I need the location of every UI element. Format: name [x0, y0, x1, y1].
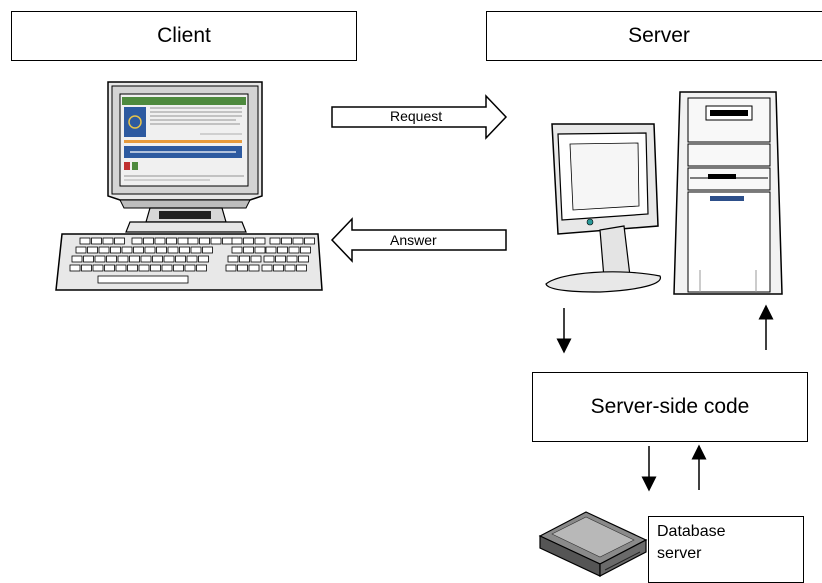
- keyboard-key: [288, 246, 300, 254]
- keyboard-key: [98, 246, 110, 254]
- keyboard-key: [210, 237, 222, 245]
- server-side-code-box: Server-side code: [532, 372, 808, 442]
- answer-label: Answer: [390, 232, 437, 248]
- keyboard-key: [163, 255, 175, 263]
- keyboard-key: [129, 255, 140, 263]
- server-header-label: Server: [628, 24, 690, 47]
- keyboard-key: [138, 264, 150, 272]
- keyboard-key: [115, 264, 127, 272]
- keyboard-key: [117, 255, 129, 263]
- keyboard-key: [254, 237, 266, 245]
- keyboard-key: [281, 237, 292, 245]
- keyboard-key: [243, 246, 254, 254]
- keyboard-key: [187, 237, 199, 245]
- keyboard-key: [222, 237, 233, 245]
- request-arrow: [331, 94, 508, 140]
- keyboard-key: [173, 264, 184, 272]
- keyboard-key: [269, 237, 281, 245]
- keyboard-key: [227, 255, 239, 263]
- keyboard-key: [273, 264, 284, 272]
- keyboard-key: [121, 246, 133, 254]
- keyboard-key: [248, 264, 260, 272]
- keyboard-key: [150, 264, 161, 272]
- keyboard-key: [190, 246, 202, 254]
- keyboard-key: [140, 255, 152, 263]
- server-side-code-label: Server-side code: [590, 395, 750, 418]
- keyboard-key: [127, 264, 138, 272]
- keyboard-key: [143, 237, 154, 245]
- keyboard-key: [152, 255, 163, 263]
- keyboard-key: [166, 237, 177, 245]
- keyboard-key: [161, 264, 173, 272]
- keyboard-key: [83, 255, 94, 263]
- keyboard-key: [79, 237, 91, 245]
- keyboard-key: [237, 264, 248, 272]
- keyboard-key: [261, 264, 273, 272]
- keyboard-key: [292, 237, 304, 245]
- database-label-line2: server: [657, 545, 702, 562]
- keyboard-key: [300, 246, 311, 254]
- keyboard-key: [91, 237, 102, 245]
- keyboard-key: [184, 264, 196, 272]
- keyboard-key: [175, 255, 186, 263]
- keyboard-key: [167, 246, 179, 254]
- keyboard-key: [154, 237, 166, 245]
- client-keyboard-icon: [55, 233, 323, 291]
- request-label: Request: [390, 108, 443, 124]
- keyboard-key: [196, 264, 207, 272]
- keyboard-key: [94, 255, 106, 263]
- keyboard-key: [75, 246, 87, 254]
- client-computer-icon: [107, 81, 263, 233]
- keyboard-key: [254, 246, 266, 254]
- keyboard-key: [87, 246, 98, 254]
- keyboard-key: [243, 237, 254, 245]
- keyboard-key: [275, 255, 286, 263]
- keyboard-key: [231, 246, 243, 254]
- keyboard-key: [284, 264, 296, 272]
- keyboard-key: [179, 246, 190, 254]
- keyboard-key: [81, 264, 92, 272]
- database-disk-icon: [538, 511, 648, 577]
- keyboard-key: [263, 255, 275, 263]
- keyboard-key: [102, 237, 114, 245]
- answer-arrow: [330, 217, 507, 263]
- keyboard-key: [239, 255, 250, 263]
- keyboard-key: [277, 246, 288, 254]
- keyboard-key: [231, 237, 243, 245]
- keyboard-key: [296, 264, 307, 272]
- keyboard-key: [156, 246, 167, 254]
- database-label-line1: Database: [657, 523, 726, 540]
- keyboard-key: [104, 264, 115, 272]
- keyboard-key: [250, 255, 262, 263]
- keyboard-key: [71, 255, 83, 263]
- keyboard-key: [304, 237, 315, 245]
- keyboard-key: [202, 246, 213, 254]
- server-tower-icon: [673, 91, 783, 295]
- keyboard-key: [131, 237, 143, 245]
- keyboard-key: [133, 246, 144, 254]
- keyboard-key: [225, 264, 237, 272]
- keyboard-key: [106, 255, 117, 263]
- keyboard-key: [265, 246, 277, 254]
- keyboard-key: [198, 255, 209, 263]
- keyboard-key: [92, 264, 104, 272]
- database-server-box: Database server: [648, 516, 804, 583]
- keyboard-key: [199, 237, 210, 245]
- keyboard-key: [144, 246, 156, 254]
- keyboard-key: [69, 264, 81, 272]
- keyboard-key: [110, 246, 121, 254]
- keyboard-key: [186, 255, 198, 263]
- keyboard-key: [177, 237, 189, 245]
- keyboard-key: [298, 255, 309, 263]
- server-monitor-icon: [545, 123, 661, 293]
- client-header: Client: [11, 11, 357, 61]
- server-header: Server: [486, 11, 822, 61]
- keyboard-key: [286, 255, 298, 263]
- keyboard-key: [114, 237, 125, 245]
- client-header-label: Client: [157, 24, 211, 47]
